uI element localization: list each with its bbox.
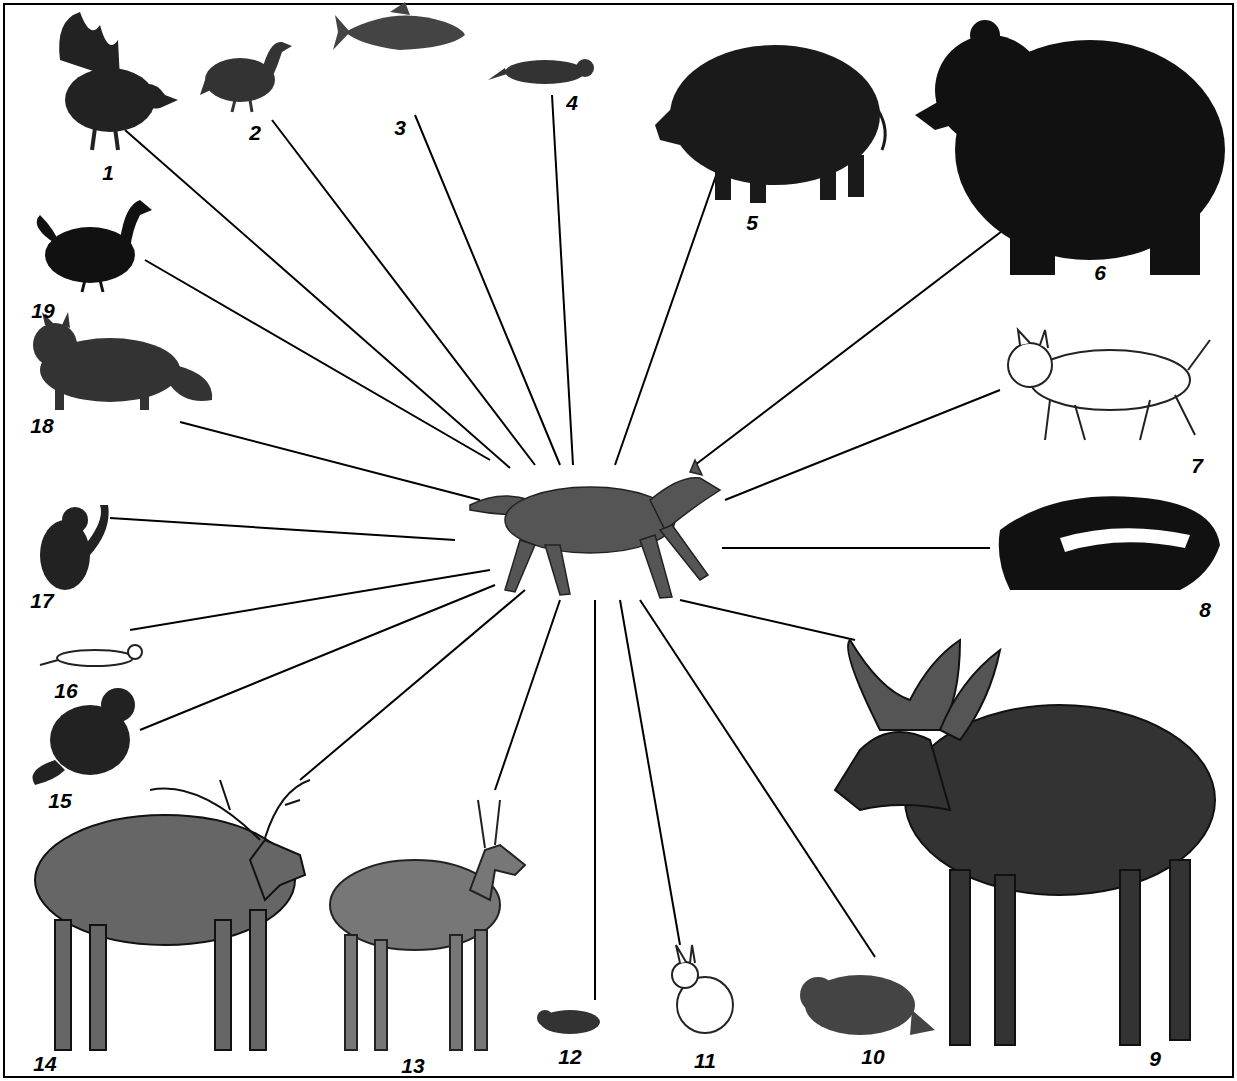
callout-number: 6 [1094,262,1106,283]
callout-number: 2 [249,122,261,143]
callout-number: 10 [861,1046,884,1067]
roe-deer [330,800,525,1050]
fox [33,312,212,410]
callout-number: 8 [1199,599,1211,620]
callout-number: 13 [401,1055,424,1076]
callout-number: 4 [566,92,578,113]
callout-number: 18 [30,415,53,436]
wild-boar [655,45,885,203]
wolverine [999,496,1220,590]
callout-number: 15 [48,790,71,811]
lynx [1008,330,1210,440]
callout-number: 9 [1149,1048,1161,1069]
black-grouse [37,200,152,292]
vole [537,1010,600,1034]
callout-number: 12 [558,1046,581,1067]
callout-number: 5 [746,212,758,233]
hare [672,945,733,1033]
callout-number: 17 [30,590,53,611]
sable [40,505,109,590]
frame [4,4,1233,1077]
bear [915,20,1225,275]
reindeer [35,780,310,1050]
marten [33,688,136,785]
callout-number: 7 [1191,455,1203,476]
callout-number: 19 [31,300,54,321]
callout-number: 16 [54,680,77,701]
weasel [40,645,142,666]
fish [333,2,465,50]
capercaillie [59,12,178,150]
callout-number: 1 [102,162,114,183]
callout-number: 11 [694,1050,716,1071]
callout-number: 14 [33,1053,56,1074]
wolf [470,460,720,598]
partridge [200,42,292,112]
callout-number: 3 [394,117,406,138]
mink [488,59,594,84]
beaver [800,975,935,1035]
